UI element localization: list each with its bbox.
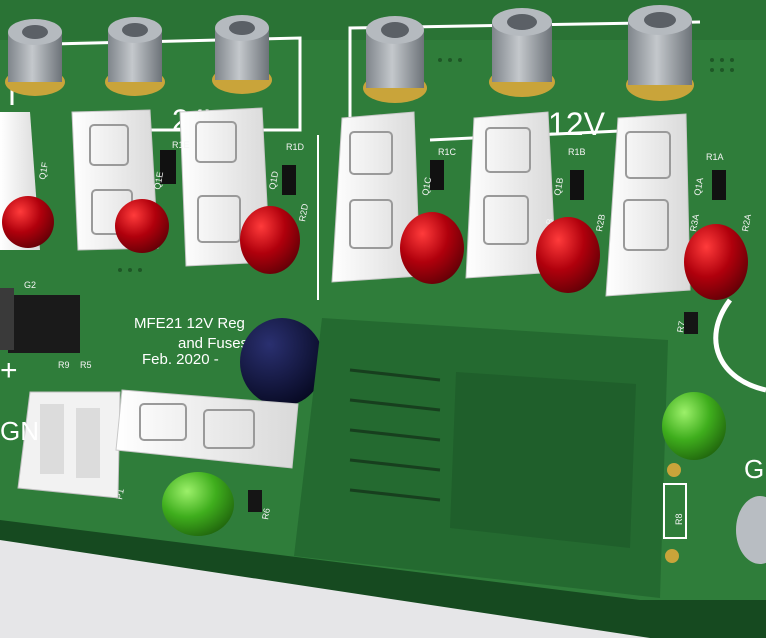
transistor-q1a bbox=[712, 170, 726, 200]
ref-p1: P1 bbox=[114, 488, 126, 501]
ref-r1a: R1A bbox=[706, 152, 724, 162]
ref-q1e: Q1E bbox=[152, 171, 165, 190]
standoff-1 bbox=[5, 19, 65, 96]
led-red-b bbox=[536, 217, 600, 293]
fuse-holder-bottom bbox=[115, 389, 299, 469]
ref-r2b: R2B bbox=[594, 213, 607, 232]
transistor-q1e bbox=[160, 150, 176, 184]
vias bbox=[118, 58, 734, 272]
ref-r3b: B bbox=[544, 218, 555, 226]
mount-right bbox=[736, 496, 766, 564]
title-line3: Feb. 2020 - bbox=[142, 351, 219, 368]
ref-q1b: Q1B bbox=[552, 177, 565, 196]
ground-label-right: G bbox=[744, 454, 764, 484]
ground-label-left: GN bbox=[0, 416, 39, 446]
ref-q1d: Q1D bbox=[267, 170, 280, 190]
title-line2: and Fuses bbox=[178, 335, 248, 352]
heatsink bbox=[294, 318, 668, 598]
ref-r9: R9 bbox=[58, 360, 70, 370]
ref-q1f: Q1F bbox=[37, 161, 50, 180]
resistor-r6 bbox=[248, 490, 262, 512]
silk-outline-12v bbox=[348, 20, 701, 128]
capacitor bbox=[240, 318, 324, 406]
title-line1: MFE21 12V Reg bbox=[134, 315, 245, 332]
transistor-q1b bbox=[570, 170, 584, 200]
transistor-q1d bbox=[282, 165, 296, 195]
led-red-f bbox=[2, 196, 54, 248]
led-red-d bbox=[240, 206, 300, 274]
led-red-e bbox=[115, 199, 169, 253]
plus-label: + bbox=[0, 354, 18, 387]
led-green-bottom bbox=[162, 472, 234, 536]
led-red-a bbox=[684, 224, 748, 300]
ref-r5: R5 bbox=[80, 360, 92, 370]
led-green-right bbox=[662, 392, 726, 460]
standoff-2 bbox=[105, 17, 165, 96]
standoff-5 bbox=[489, 8, 555, 97]
led-red-c bbox=[400, 212, 464, 284]
resistor-r7 bbox=[684, 312, 698, 334]
standoff-4 bbox=[363, 16, 427, 103]
fuse-holder-b bbox=[605, 113, 691, 297]
resistor-r8 bbox=[663, 463, 687, 563]
ref-r8: R8 bbox=[674, 513, 684, 525]
regulator-g2 bbox=[0, 288, 80, 353]
ref-r6: R6 bbox=[260, 507, 272, 520]
ref-q1a: Q1A bbox=[692, 177, 705, 196]
standoff-3 bbox=[212, 15, 272, 94]
ref-r1b: R1B bbox=[568, 147, 586, 157]
ref-q1c: Q1C bbox=[420, 176, 433, 196]
ref-r1d: R1D bbox=[286, 142, 305, 152]
connector-p1 bbox=[17, 391, 121, 499]
ref-r7: R7 bbox=[675, 320, 687, 333]
rail-label-12v: 12V bbox=[548, 106, 606, 142]
ref-r1c: R1C bbox=[438, 147, 457, 157]
ref-r2a: R2A bbox=[740, 213, 753, 232]
fuse-holder-d bbox=[331, 111, 421, 283]
ref-r2d: R2D bbox=[297, 202, 310, 222]
transistor-q1c bbox=[430, 160, 444, 190]
ref-r3a: R3A bbox=[688, 213, 701, 232]
ref-r1e: R1E bbox=[172, 140, 190, 150]
logo-outline bbox=[713, 298, 766, 393]
ref-g2: G2 bbox=[24, 280, 36, 290]
standoff-6 bbox=[626, 5, 694, 101]
